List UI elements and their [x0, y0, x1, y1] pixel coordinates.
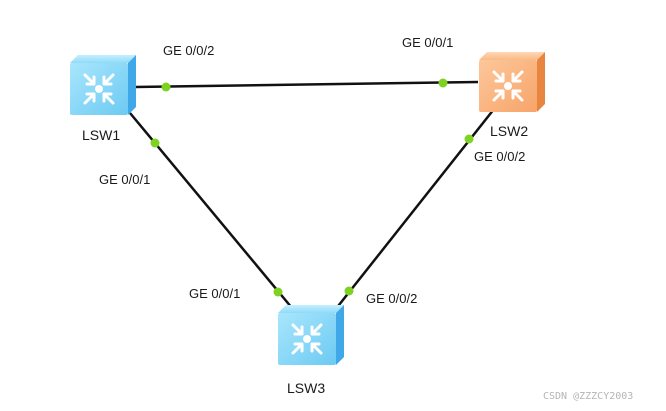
port-dot-lsw2-ge001[interactable]	[438, 78, 448, 88]
switch-side-face	[537, 52, 545, 112]
switch-top-face	[278, 305, 344, 313]
port-label-lsw3-ge001: GE 0/0/1	[189, 286, 240, 301]
switch-side-face	[336, 305, 344, 365]
port-dot-lsw1-ge001[interactable]	[150, 138, 160, 148]
switch-lsw2[interactable]	[479, 52, 545, 112]
switch-top-face	[70, 55, 136, 63]
switch-top-face	[479, 52, 545, 60]
switch-lsw3[interactable]	[278, 305, 344, 365]
switch-lsw1[interactable]	[70, 55, 136, 115]
port-label-lsw1-ge001: GE 0/0/1	[99, 172, 150, 187]
links	[129, 80, 499, 311]
device-label-lsw1: LSW1	[82, 127, 120, 143]
link-lsw2-lsw3[interactable]	[334, 103, 499, 311]
port-label-lsw2-ge001: GE 0/0/1	[402, 35, 453, 50]
port-label-lsw3-ge002: GE 0/0/2	[366, 291, 417, 306]
port-dot-lsw3-ge002[interactable]	[344, 286, 354, 296]
device-label-lsw2: LSW2	[490, 123, 528, 139]
port-dots	[150, 78, 474, 297]
device-label-lsw3: LSW3	[287, 380, 325, 396]
port-dot-lsw1-ge002[interactable]	[161, 82, 171, 92]
port-dot-lsw3-ge001[interactable]	[273, 287, 283, 297]
switch-side-face	[128, 55, 136, 115]
link-lsw1-lsw2[interactable]	[134, 80, 479, 89]
port-dot-lsw2-ge002[interactable]	[464, 134, 474, 144]
port-label-lsw2-ge002: GE 0/0/2	[474, 149, 525, 164]
port-label-lsw1-ge002: GE 0/0/2	[163, 43, 214, 58]
watermark: CSDN @ZZZCY2003	[543, 391, 633, 402]
